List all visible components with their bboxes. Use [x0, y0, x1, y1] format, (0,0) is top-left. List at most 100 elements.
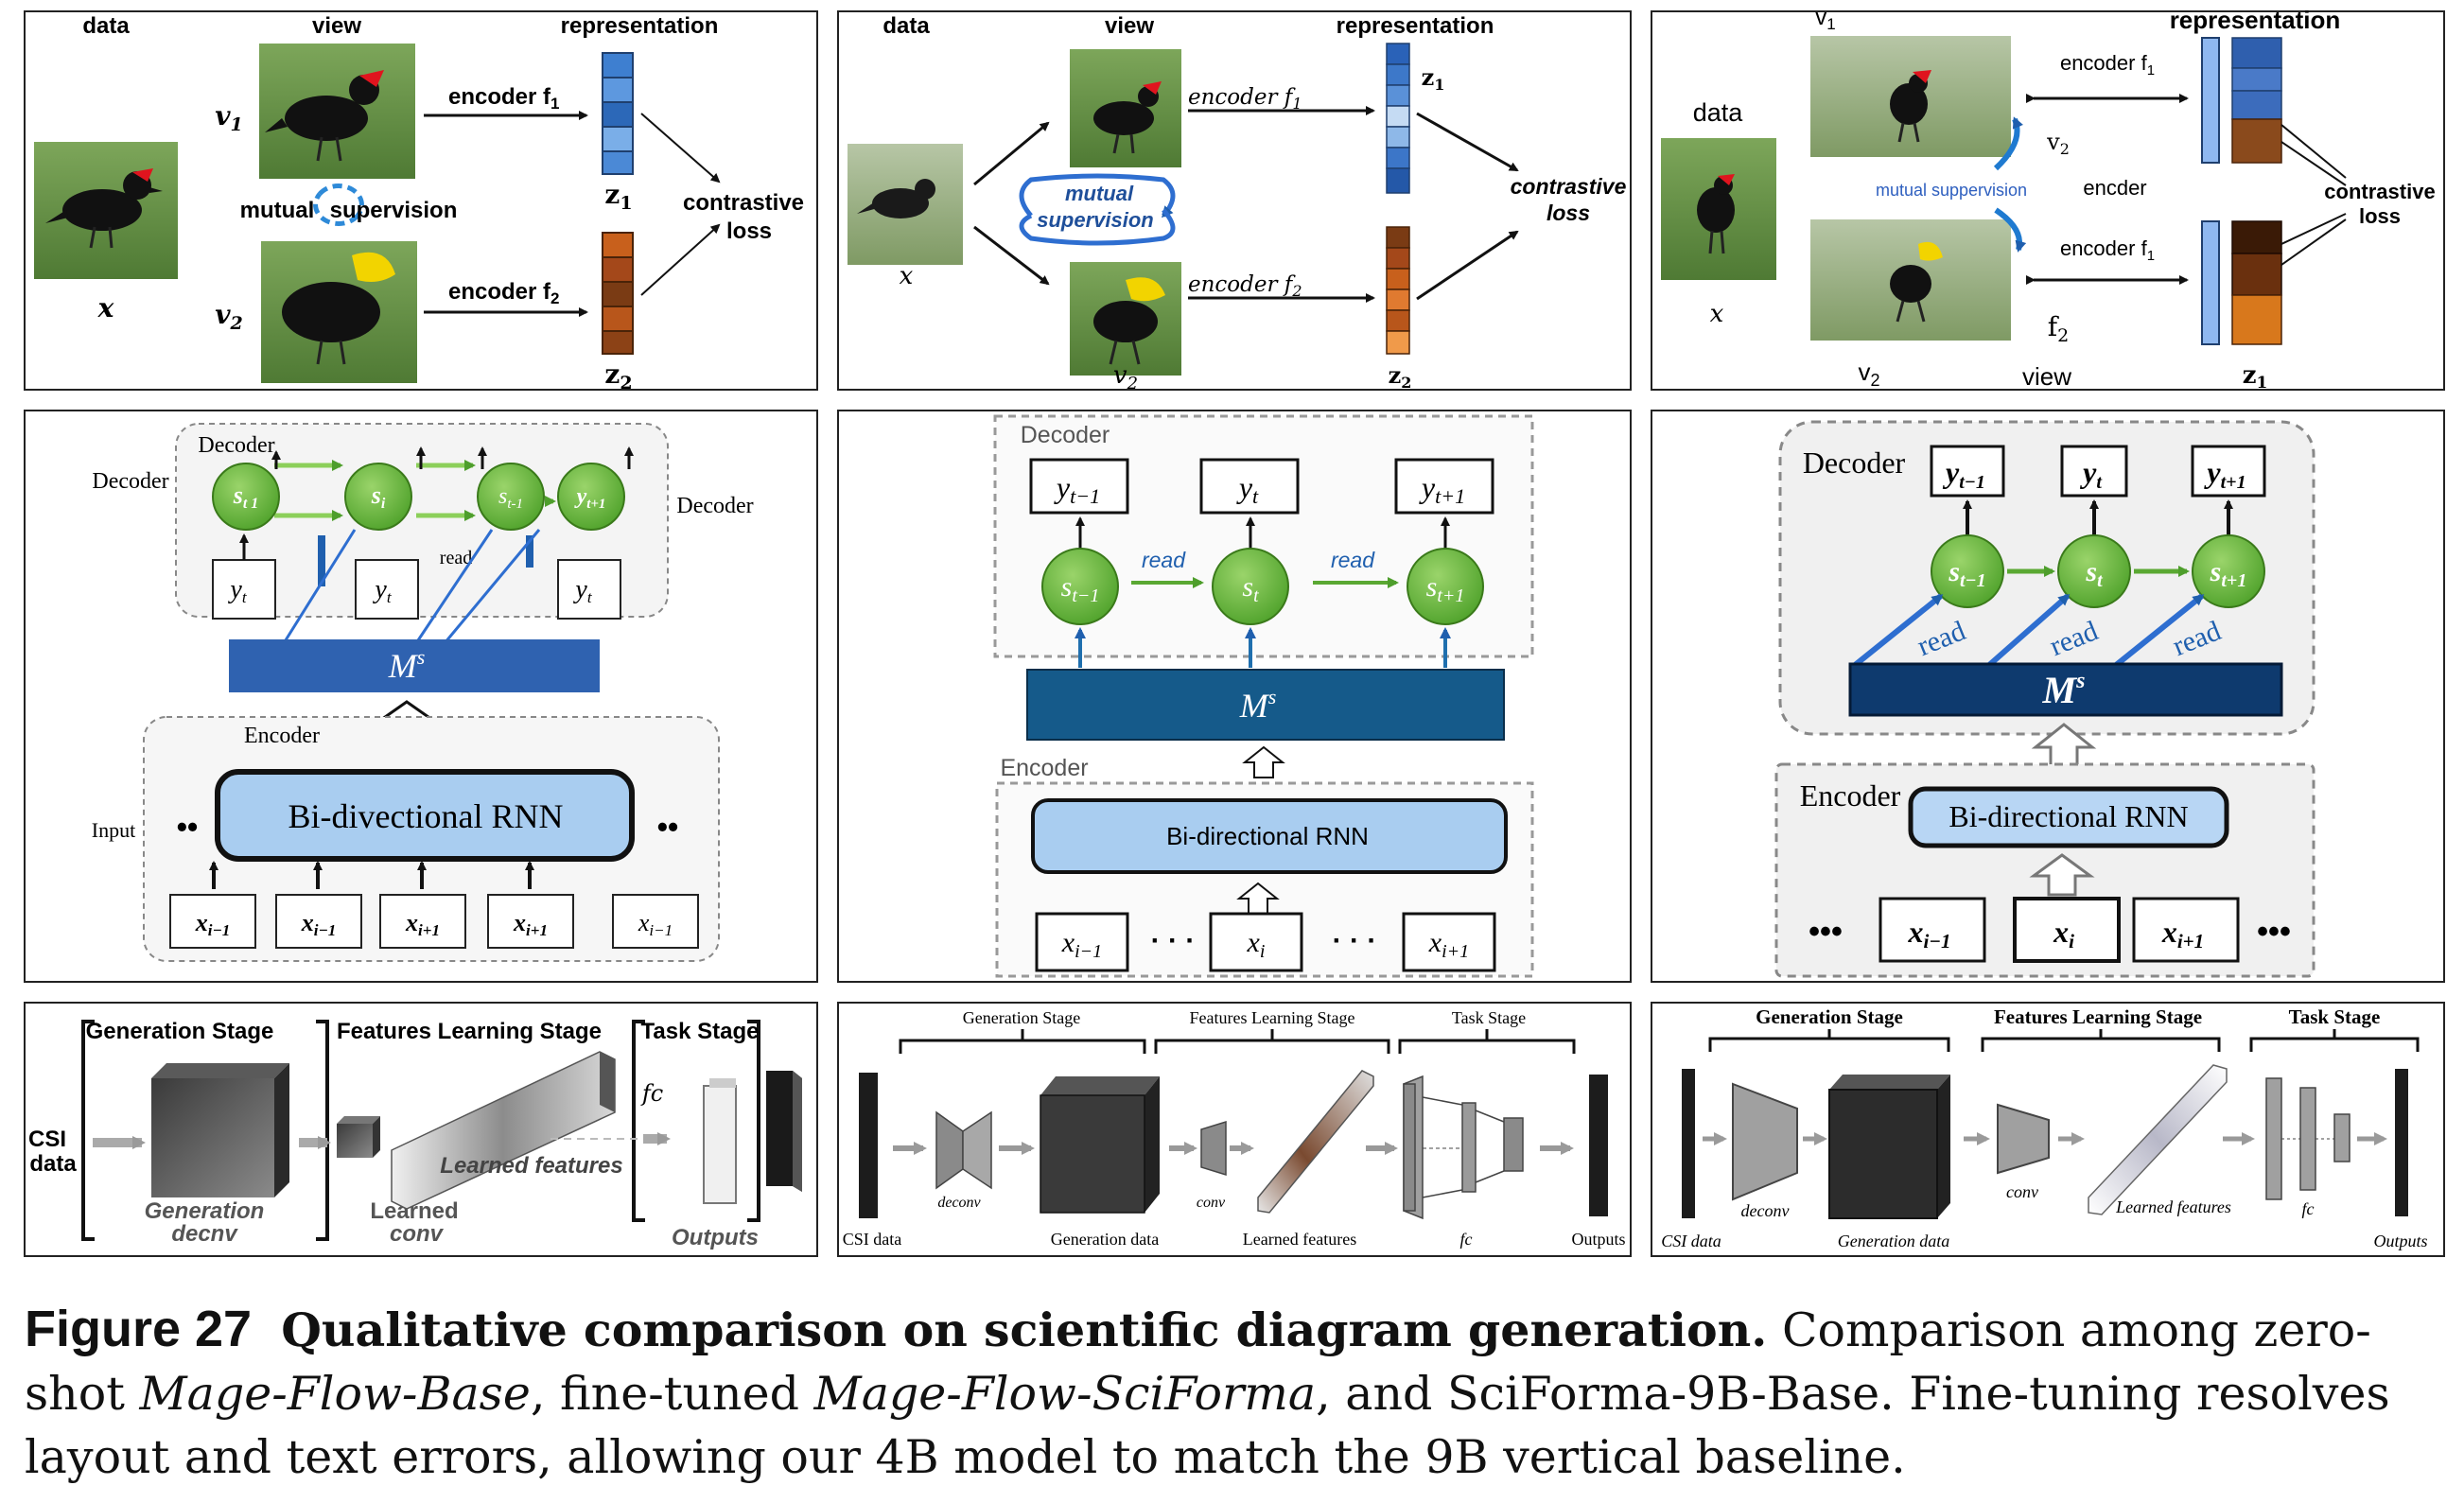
line-bottom-loss-2 [2281, 218, 2347, 266]
figure-caption: Figure 27 Qualitative comparison on scie… [25, 1298, 2446, 1489]
dots-left: ••• [1809, 914, 1843, 950]
arrow-z2-loss [640, 223, 721, 296]
panel-7-pipeline: Generation Stage Features Learning Stage… [24, 1002, 818, 1257]
encoder-f1-label: encoder f1 [1188, 85, 1302, 113]
encoder-up-arrow [1242, 745, 1285, 778]
mutual-label: mutual [1065, 182, 1134, 205]
ms-label: Ms [1239, 685, 1277, 725]
y-t-label: yt [1236, 470, 1259, 508]
bird-image-x [34, 142, 178, 279]
birnn-label: Bi-divectional RNN [288, 797, 564, 835]
x-label: x [1710, 300, 1724, 328]
svg-text:st 1: st 1 [233, 481, 259, 512]
outputs-label: Outputs [1571, 1230, 1625, 1249]
dots-right: ••• [2257, 914, 2291, 950]
bird-image-v2 [1810, 219, 2011, 341]
representation-label: representation [561, 13, 719, 39]
panel-8-pipeline: Generation Stage Features Learning Stage… [837, 1002, 1632, 1257]
node-s-t: st [1212, 548, 1289, 625]
svg-text:xi+1: xi+1 [513, 909, 548, 939]
caption-text-2: , fine-tuned [530, 1367, 814, 1421]
bird-image-v1 [1070, 49, 1181, 167]
fc-label: fc [640, 1080, 663, 1107]
svg-text:st-1: st-1 [498, 484, 523, 512]
conv-shape [1200, 1120, 1227, 1177]
decnv-label: decnv [171, 1221, 238, 1247]
birnn-block [215, 769, 635, 862]
svg-text:st+1: st+1 [1426, 571, 1465, 606]
birnn-label: Bi-directional RNN [1948, 799, 2188, 833]
ms-label: Ms [388, 645, 426, 685]
v2-label: v2 [1113, 361, 1138, 393]
z1-label: z1 [604, 179, 632, 214]
encoder-f1-label: encoder f1 [448, 84, 560, 113]
data-label: data [882, 13, 930, 39]
node-s-t-plus-1: st+1 [1407, 548, 1484, 625]
task-stage-label: Task Stage [641, 1019, 760, 1044]
loss-label: loss [726, 218, 772, 244]
view-label: view [312, 13, 361, 39]
outputs-bar [2395, 1069, 2408, 1216]
decoder-left-label: Decoder [92, 469, 168, 494]
representation-label: representation [2170, 6, 2341, 34]
arrow-z1-loss [1416, 112, 1519, 172]
learned-features-slab [1257, 1070, 1374, 1214]
decoder-label: Decoder [1803, 446, 1906, 480]
x-i-label: xi [2053, 915, 2074, 952]
rep-bottom-stack [2201, 220, 2282, 345]
bird-image-v1 [1810, 36, 2011, 157]
dots-right: · · · [1333, 925, 1377, 956]
arrow-z1-loss [640, 113, 721, 184]
y-t-3-label: yt [572, 575, 592, 606]
conv-label: conv [2006, 1182, 2038, 1201]
dots-right: •• [657, 810, 678, 844]
svg-text:st−1: st−1 [1948, 556, 1985, 591]
outputs-label: Outputs [2373, 1232, 2427, 1250]
node-s-i: si [344, 463, 412, 531]
v2-label: v2 [1858, 358, 1879, 390]
x-i-minus-1-label: xi−1 [1061, 927, 1102, 962]
y-t-minus-1-label: yt−1 [1054, 470, 1100, 508]
z1-label: z1 [1422, 63, 1445, 94]
conv-small-cube [337, 1116, 380, 1158]
rep-top-stack [2201, 37, 2282, 164]
bird-image-v2 [261, 241, 417, 383]
figure-title: Qualitative comparison on scientific dia… [281, 1302, 1768, 1357]
encoder-f2-label: encoder f2 [1188, 272, 1302, 300]
line-top-loss-2 [2281, 141, 2347, 186]
outputs-label: Outputs [672, 1225, 759, 1250]
task-stage-label: Task Stage [1452, 1008, 1526, 1027]
panel-5-seq2seq: Decoder yt−1 yt yt+1 st−1 st st+1 read r… [837, 410, 1632, 983]
input-up-arrow [2029, 853, 2095, 897]
x-label: x [97, 292, 114, 323]
encoder-f1b-label: encoder f1 [2060, 236, 2155, 264]
birnn-block [1031, 798, 1508, 874]
input-label: Input [92, 818, 135, 842]
node-s-t-minus-1: st-1 [477, 463, 545, 531]
node-s-t: st [2057, 534, 2131, 608]
panel-6-seq2seq: Decoder yt−1 yt yt+1 st−1 st st+1 read r… [1651, 410, 2445, 983]
deconv-shape [1732, 1082, 1798, 1201]
bird-image-v2 [1070, 262, 1181, 376]
ms-block [1848, 662, 2283, 717]
learned-features-label: Learned features [2115, 1197, 2231, 1216]
z1-vector [602, 52, 634, 175]
box-y-t-2 [355, 559, 419, 620]
decoder-top-label: Decoder [198, 433, 274, 458]
learned-features-slab [2088, 1064, 2228, 1215]
arrow-x-v1 [973, 121, 1050, 186]
ms-label: Ms [2042, 669, 2086, 711]
read-label-2: read [1331, 548, 1375, 572]
learned-features-label: Learned features [1243, 1230, 1356, 1249]
panel-4-seq2seq: Decoder Decoder Decoder st 1 si st-1 yt+… [24, 410, 818, 983]
generation-cube [1040, 1076, 1160, 1214]
svg-text:yt+1: yt+1 [574, 484, 606, 512]
task-stage-label: Task Stage [2289, 1005, 2381, 1028]
encoder-f1-label: encoder f1 [2060, 51, 2155, 79]
x-i-label: xi [1247, 927, 1266, 962]
y-t-2-label: yt [372, 575, 392, 606]
encoder-label: Encoder [244, 724, 320, 748]
z1-vector [1386, 43, 1410, 194]
bird-image-x [1661, 138, 1776, 280]
features-learning-stage-label: Features Learning Stage [1190, 1008, 1355, 1027]
